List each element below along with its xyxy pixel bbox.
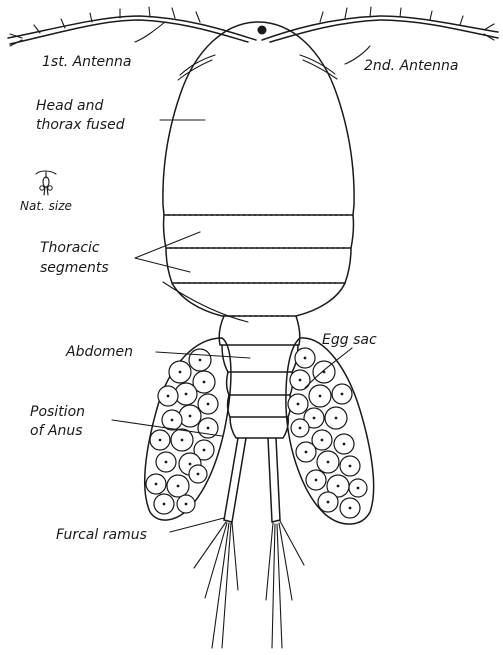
label-furcal-ramus: Furcal ramus [56,527,147,543]
egg-nucleus [335,417,338,420]
label-second-antenna: 2nd. Antenna [364,58,458,74]
egg-nucleus [167,395,170,398]
egg-nucleus [181,439,184,442]
egg-nucleus [189,415,192,418]
cephalothorax [163,22,354,215]
egg-nucleus [349,465,352,468]
label-head-thorax-1: Head and [36,98,104,114]
natural-size-icon [36,171,56,195]
label-abdomen: Abdomen [65,344,133,360]
thoracic-segments [164,215,354,316]
label-head-thorax-2: thorax fused [36,117,125,133]
label-thoracic-2: segments [40,260,109,276]
egg-nucleus [349,507,352,510]
egg-nucleus [327,461,330,464]
label-anus-1: Position [30,404,85,420]
egg-nucleus [159,439,162,442]
egg-nucleus [313,417,316,420]
leader-furcal-ramus [170,518,224,532]
egg-nucleus [341,393,344,396]
egg-nucleus [299,379,302,382]
egg-nucleus [321,439,324,442]
egg-nucleus [343,443,346,446]
egg-nucleus [199,359,202,362]
mouthpart-setae [178,55,337,80]
egg-nucleus [357,487,360,490]
egg-nucleus [185,393,188,396]
egg-nucleus [203,449,206,452]
egg-nucleus [327,501,330,504]
label-nat-size: Nat. size [20,199,72,213]
egg-nucleus [197,473,200,476]
label-first-antenna: 1st. Antenna [42,54,131,70]
leader-thoracic [135,232,200,272]
eye-spot [258,26,267,35]
egg-nucleus [163,503,166,506]
egg-nucleus [207,403,210,406]
egg-nucleus [179,371,182,374]
egg-nucleus [337,485,340,488]
egg-nucleus [319,395,322,398]
egg-nucleus [297,403,300,406]
egg-nucleus [203,381,206,384]
second-antenna [262,7,498,42]
egg-nucleus [305,451,308,454]
label-egg-sac: Egg sac [322,332,377,348]
label-anus-2: of Anus [30,423,83,439]
leader-antenna-1 [135,22,165,42]
egg-nucleus [165,461,168,464]
labels: 1st. Antenna 2nd. Antenna Head and thora… [20,54,458,543]
egg-nucleus [304,357,307,360]
egg-nucleus [189,463,192,466]
egg-nucleus [171,419,174,422]
egg-nucleus [177,485,180,488]
egg-nucleus [155,483,158,486]
egg-nucleus [207,427,210,430]
egg-nucleus [185,503,188,506]
label-thoracic-1: Thoracic [40,240,100,256]
egg-nucleus [299,427,302,430]
first-antenna [8,7,256,46]
egg-sac-left [145,338,231,520]
egg-nucleus [315,479,318,482]
